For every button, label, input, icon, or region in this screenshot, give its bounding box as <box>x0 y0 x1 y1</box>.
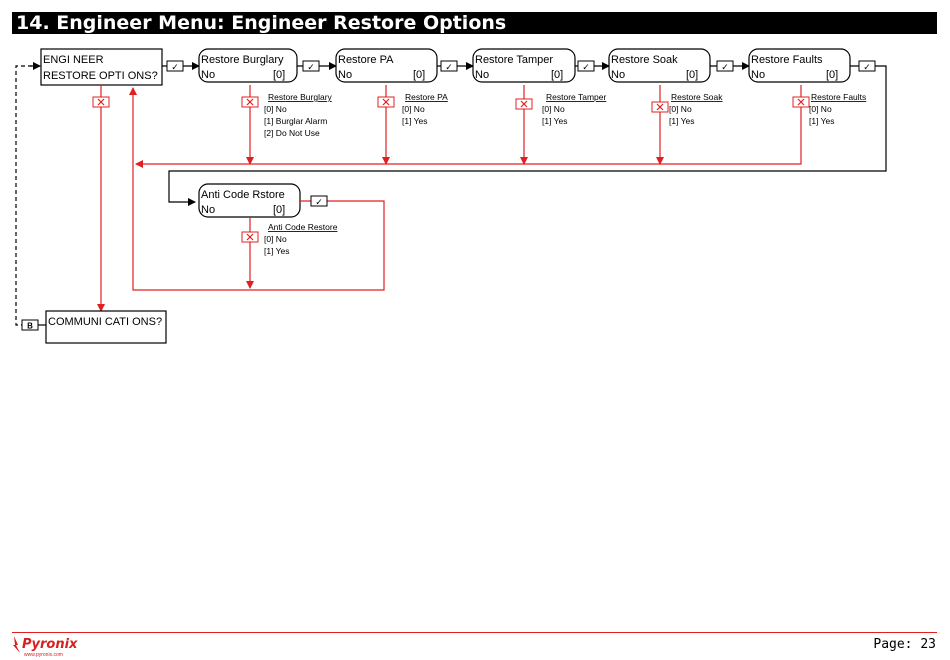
option-item: [1] Burglar Alarm <box>264 116 327 126</box>
option-item: [1] Yes <box>402 116 428 126</box>
option-item: [0] No <box>669 104 692 114</box>
step-box-1[interactable]: Restore PA No [0] <box>335 48 438 83</box>
options-header: Restore Tamper <box>546 92 606 102</box>
cancel-cross-icon[interactable] <box>377 96 395 108</box>
options-header: Restore Burglary <box>268 92 333 102</box>
step-title: Restore Faults <box>751 54 823 66</box>
options-header: Restore Faults <box>811 92 866 102</box>
step-title: Restore Tamper <box>475 54 553 66</box>
step-code: [0] <box>826 69 838 81</box>
logo-brand: Pyronix <box>22 637 78 652</box>
step-options-1: Restore PA [0] No [1] Yes <box>402 92 448 126</box>
anti-code-title: Anti Code Rstore <box>201 189 285 201</box>
confirm-tick-icon[interactable]: ✓ <box>310 195 328 208</box>
footer-divider <box>12 632 937 633</box>
step-code: [0] <box>273 69 285 81</box>
dashed-return-line <box>15 65 39 326</box>
red-return-horizontal <box>135 85 802 168</box>
step-title: Restore PA <box>338 54 394 66</box>
flame-icon <box>13 636 20 653</box>
confirm-tick-icon[interactable]: ✓ <box>440 60 458 73</box>
engineer-restore-diagram: ENGI NEER RESTORE OPTI ONS? Restore Burg… <box>15 48 887 344</box>
anti-code-restore-box[interactable]: Anti Code Rstore No [0] <box>198 183 301 218</box>
cancel-cross-icon[interactable] <box>241 96 259 108</box>
cancel-cross-icon[interactable] <box>92 96 110 108</box>
b-label: B <box>27 322 33 331</box>
cancel-cross-icon[interactable] <box>792 96 810 108</box>
option-item: [2] Do Not Use <box>264 128 320 138</box>
step-title: Restore Soak <box>611 54 678 66</box>
option-item: [1] Yes <box>669 116 695 126</box>
pyronix-logo: Pyronix www.pyronix.com <box>13 636 78 658</box>
step-options-2: Restore Tamper [0] No [1] Yes <box>542 92 606 126</box>
confirm-tick-icon[interactable]: ✓ <box>302 60 320 73</box>
step-options-3: Restore Soak [0] No [1] Yes <box>669 92 723 126</box>
tick-glyph: ✓ <box>307 63 315 73</box>
step-title: Restore Burglary <box>201 54 284 66</box>
menu-box-line1: ENGI NEER <box>43 54 104 66</box>
option-item: [1] Yes <box>809 116 835 126</box>
step-code: [0] <box>551 69 563 81</box>
option-item: [0] No <box>542 104 565 114</box>
page-title: 14. Engineer Menu: Engineer Restore Opti… <box>12 12 937 34</box>
tick-glyph: ✓ <box>863 63 871 73</box>
option-item: [1] Yes <box>264 246 290 256</box>
option-item: [0] No <box>264 104 287 114</box>
step-value: No <box>201 69 215 81</box>
tick-glyph: ✓ <box>445 63 453 73</box>
communications-box[interactable]: COMMUNI CATI ONS? <box>45 310 167 344</box>
step-options-4: Restore Faults [0] No [1] Yes <box>809 92 866 126</box>
step-code: [0] <box>413 69 425 81</box>
anti-code-options: Anti Code Restore [0] No [1] Yes <box>264 222 338 256</box>
step-value: No <box>751 69 765 81</box>
tick-glyph: ✓ <box>721 63 729 73</box>
anti-code-code: [0] <box>273 204 285 216</box>
b-label-box: B <box>21 319 39 331</box>
option-item: [0] No <box>402 104 425 114</box>
cancel-cross-icon[interactable] <box>651 101 669 113</box>
tick-glyph: ✓ <box>171 63 179 73</box>
page-number: Page: 23 <box>873 637 936 652</box>
engineer-restore-options-box[interactable]: ENGI NEER RESTORE OPTI ONS? <box>40 48 163 86</box>
cancel-cross-icon[interactable] <box>515 98 533 110</box>
options-header: Restore Soak <box>671 92 723 102</box>
confirm-tick-icon[interactable]: ✓ <box>858 60 876 73</box>
options-header: Restore PA <box>405 92 448 102</box>
confirm-tick-icon[interactable]: ✓ <box>577 60 595 73</box>
option-item: [1] Yes <box>542 116 568 126</box>
tick-glyph: ✓ <box>582 63 590 73</box>
tick-glyph: ✓ <box>315 198 323 208</box>
communications-label: COMMUNI CATI ONS? <box>48 316 162 328</box>
step-options-0: Restore Burglary [0] No [1] Burglar Alarm [… <box>264 92 333 138</box>
step-code: [0] <box>686 69 698 81</box>
options-header: Anti Code Restore <box>268 222 338 232</box>
anti-code-value: No <box>201 204 215 216</box>
step-value: No <box>611 69 625 81</box>
option-item: [0] No <box>809 104 832 114</box>
cancel-cross-icon[interactable] <box>241 231 259 243</box>
red-anticode-tick-loop <box>129 87 385 291</box>
step-value: No <box>475 69 489 81</box>
option-item: [0] No <box>264 234 287 244</box>
confirm-tick-icon[interactable]: ✓ <box>166 60 184 73</box>
confirm-tick-icon[interactable]: ✓ <box>716 60 734 73</box>
menu-box-line2: RESTORE OPTI ONS? <box>43 70 158 82</box>
step-value: No <box>338 69 352 81</box>
connector-faults-to-anticode <box>168 65 887 206</box>
logo-url: www.pyronix.com <box>24 652 63 658</box>
